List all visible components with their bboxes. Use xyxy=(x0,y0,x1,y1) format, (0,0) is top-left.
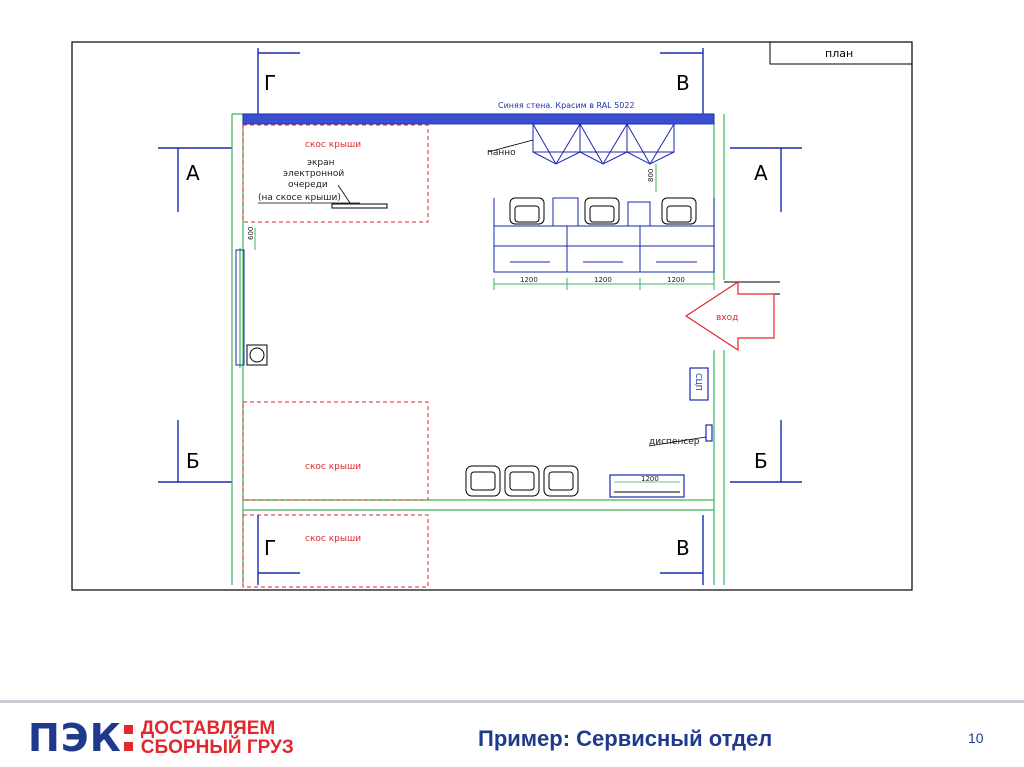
screen-label-4: (на скосе крыши) xyxy=(258,193,341,203)
page-number: 10 xyxy=(968,730,984,746)
window xyxy=(235,249,245,366)
roof-slope-middle xyxy=(242,401,429,501)
section-line-v-top xyxy=(660,48,704,115)
pek-logo: ПЭК ДОСТАВЛЯЕМ СБОРНЫЙ ГРУЗ xyxy=(28,718,294,758)
wall-note: Синяя стена. Красим в RAL 5022 xyxy=(498,101,635,110)
title-block xyxy=(769,41,913,65)
section-line-v-bottom xyxy=(660,515,704,585)
side-dim: 600 xyxy=(247,227,255,240)
logo-colon-icon xyxy=(123,725,133,751)
cash-unit xyxy=(689,367,709,401)
cash-label: СЦП xyxy=(694,373,703,391)
slide-title: Пример: Сервисный отдел xyxy=(478,726,773,751)
section-line-b-left xyxy=(158,420,232,483)
section-label-a-right: А xyxy=(754,161,768,185)
queue-screen xyxy=(331,203,388,209)
entrance-label: вход xyxy=(716,313,738,323)
roof-slope-top-label: скос крыши xyxy=(305,140,361,150)
roof-slope-bottom xyxy=(242,514,429,588)
logo-line-2: СБОРНЫЙ ГРУЗ xyxy=(140,737,294,758)
section-label-b-right: Б xyxy=(754,449,768,473)
logo-tagline: ДОСТАВЛЯЕМ СБОРНЫЙ ГРУЗ xyxy=(141,719,294,757)
waiting-chairs xyxy=(465,465,579,497)
desk-dim-1: 1200 xyxy=(520,276,538,284)
desk-dim-3: 1200 xyxy=(667,276,685,284)
service-desks xyxy=(493,197,715,273)
floor-plan-drawing: план Г В А А Б Б Г В xyxy=(71,41,913,591)
section-line-g-bottom xyxy=(257,515,300,585)
logo-mark: ПЭК xyxy=(28,716,122,760)
blue-wall xyxy=(242,113,715,125)
screen-label-1: экран xyxy=(307,158,335,168)
screen-label-3: очереди xyxy=(288,180,328,190)
entrance-arrow-icon xyxy=(684,280,775,352)
counter-dim: 1200 xyxy=(641,475,659,483)
logo-line-1: ДОСТАВЛЯЕМ xyxy=(140,718,276,739)
section-label-g-bottom: Г xyxy=(264,536,276,560)
slide-footer: ПЭК ДОСТАВЛЯЕМ СБОРНЫЙ ГРУЗ Пример: Серв… xyxy=(0,700,1024,767)
section-line-g-top xyxy=(257,48,300,115)
wall-panels xyxy=(532,123,675,165)
footer-divider xyxy=(0,700,1024,703)
section-line-a-right xyxy=(730,147,802,212)
panel-dim: 800 xyxy=(647,169,655,182)
floor-lamp-icon xyxy=(246,344,268,366)
desk-dim-line xyxy=(493,278,715,290)
roof-slope-middle-label: скос крыши xyxy=(305,462,361,472)
section-label-v-bottom: В xyxy=(676,536,690,560)
section-label-a-left: А xyxy=(186,161,200,185)
roof-slope-top xyxy=(242,124,429,223)
screen-label-2: электронной xyxy=(283,169,344,179)
dispenser-unit xyxy=(705,424,713,442)
counter xyxy=(609,474,685,498)
office-chair-icon xyxy=(509,197,697,225)
roof-slope-bottom-label: скос крыши xyxy=(305,534,361,544)
section-line-b-right xyxy=(730,420,802,483)
panel-label: панно xyxy=(487,148,516,158)
section-line-a-left xyxy=(158,147,232,212)
title-block-label: план xyxy=(825,47,853,60)
desk-dim-2: 1200 xyxy=(594,276,612,284)
section-label-b-left: Б xyxy=(186,449,200,473)
section-label-v-top: В xyxy=(676,71,690,95)
section-label-g-top: Г xyxy=(264,71,276,95)
